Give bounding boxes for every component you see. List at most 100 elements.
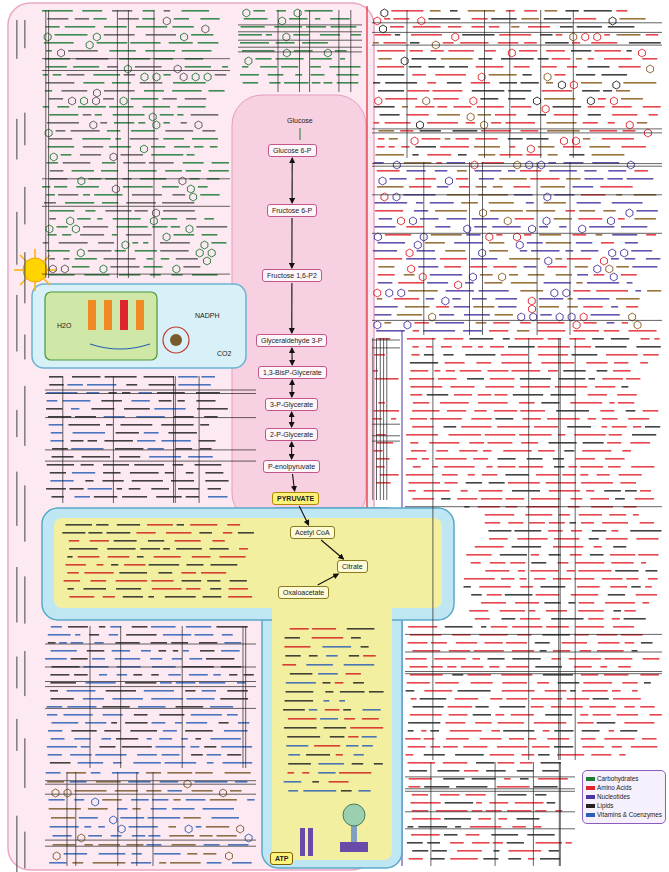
pathway-texture [59,242,88,244]
molecule-ring [573,321,580,329]
pathway-texture [455,826,461,828]
pathway-texture [389,146,395,148]
pathway-texture [458,154,467,156]
pathway-texture [559,378,586,380]
pathway-line [238,51,362,52]
pathway-texture [130,472,159,474]
pathway-texture [172,808,194,810]
pathway-texture [295,74,302,76]
pathway-texture [73,862,84,864]
node-text: Acetyl CoA [295,528,330,537]
pathway-texture [46,772,61,774]
pathway-line [372,166,662,167]
pathway-texture [622,322,628,324]
pathway-texture [146,34,176,36]
pathway-texture [188,456,213,458]
pathway-texture [607,322,615,324]
pathway-texture [580,474,588,476]
pathway-texture [517,330,530,332]
pathway-texture [190,524,217,526]
pathway-line [469,162,470,335]
pathway-texture [412,74,426,76]
pathway-texture [424,754,445,756]
pathway-texture [130,730,157,732]
pathway-texture [66,564,86,566]
pathway-line [372,320,662,321]
pathway-texture [375,34,392,36]
pathway-texture [580,466,603,468]
pathway-texture [85,210,95,212]
pathway-texture [406,474,434,476]
pathway-texture [71,408,79,410]
pathway-texture [377,170,400,172]
pathway-texture [489,242,504,244]
pathway-texture [149,564,180,566]
pathway-texture [343,709,351,711]
pathway-texture [83,82,104,84]
pathway-texture [466,554,491,556]
pathway-texture [604,738,634,740]
pathway-texture [444,426,457,428]
pathway-texture [107,66,118,68]
molecule-ring [398,217,405,225]
pathway-texture [228,844,249,846]
molecule-ring [469,273,476,281]
molecule-ring [406,249,413,257]
pathway-line [245,626,246,768]
pathway-texture [151,488,169,490]
pathway-texture [429,442,459,444]
pathway-texture [646,234,656,236]
pathway-texture [169,42,193,44]
pathway-texture [242,66,248,68]
molecule-ring [100,265,107,273]
pathway-texture [577,722,593,724]
pathway-texture [445,722,465,724]
pathway-texture [614,610,622,612]
pathway-texture [46,194,55,196]
pathway-texture [410,394,422,396]
pathway-texture [612,202,643,204]
pathway-line [309,10,310,92]
pathway-line [509,10,510,158]
pathway-line [405,652,662,653]
molecule-ring [601,257,608,265]
pathway-texture [67,588,73,590]
pathway-line [120,626,121,768]
pathway-texture [576,74,595,76]
pathway-texture [538,58,549,60]
pathway-texture [52,722,79,724]
pathway-texture [556,34,563,36]
pathway-texture [509,258,540,260]
molecule-ring [375,97,382,105]
pathway-texture [49,210,74,212]
pathway-texture [454,306,470,308]
molecule-ring [46,225,53,233]
pathway-texture [287,736,320,738]
pathway-texture [148,540,164,542]
pathway-texture [116,588,141,590]
pathway-texture [535,642,550,644]
pathway-texture [519,466,543,468]
pathway-texture [375,226,396,228]
pathway-texture [362,745,373,747]
node-text: 3-P-Glycerate [270,400,313,409]
pathway-texture [612,426,627,428]
pathway-texture [475,546,504,548]
pathway-texture [471,82,490,84]
pathway-texture [83,194,90,196]
pathway-texture [621,226,647,228]
pathway-texture [463,330,482,332]
pathway-texture [538,330,566,332]
pathway-texture [156,746,186,748]
pathway-texture [642,738,657,740]
pathway-texture [324,727,346,729]
metabolite-box: Glucose 6-P [268,144,317,157]
pathway-texture [462,346,472,348]
pathway-texture [132,194,162,196]
electron-path [90,344,150,349]
pathway-texture [613,626,634,628]
pathway-texture [346,745,358,747]
pathway-texture [571,50,591,52]
pathway-texture [78,556,100,558]
pathway-texture [472,842,489,844]
